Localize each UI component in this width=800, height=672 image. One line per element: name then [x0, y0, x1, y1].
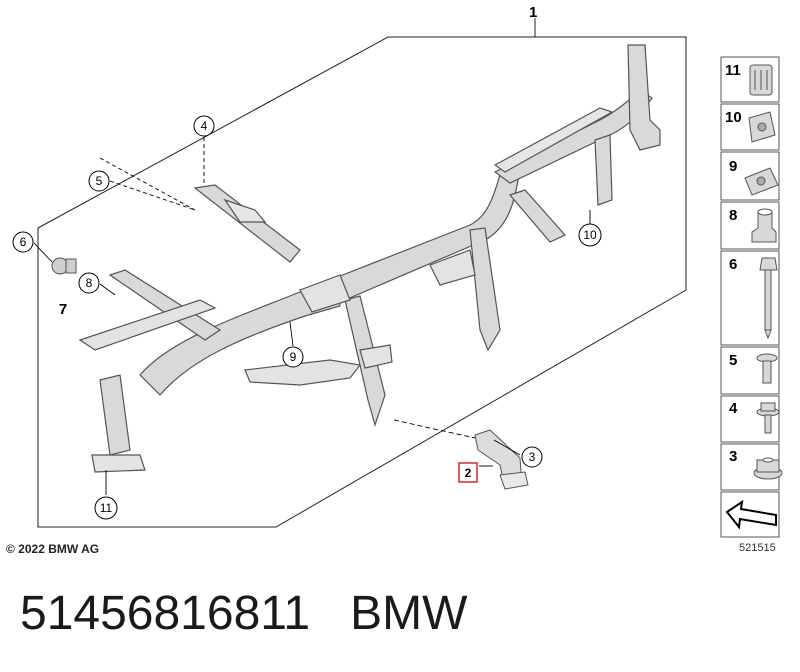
callout-2-highlighted[interactable]: 2	[458, 462, 478, 483]
callout-11-label: 11	[100, 501, 113, 515]
bracket-part-2	[474, 429, 529, 490]
callout-9-label: 9	[290, 350, 297, 364]
callout-10-label: 10	[583, 228, 597, 242]
clip-nut-icon	[749, 64, 773, 96]
callout-6: 6	[12, 231, 34, 253]
copyright-text: © 2022 BMW AG	[6, 542, 100, 556]
callout-3: 3	[521, 446, 543, 468]
assembly-outline	[37, 18, 687, 528]
leader-lines	[33, 137, 591, 495]
sidebar-item-6-number: 6	[729, 256, 737, 273]
sidebar-item-11-number: 11	[725, 62, 741, 79]
part-number-line: 51456816811 BMW	[20, 586, 467, 641]
callout-7: 7	[59, 301, 67, 318]
clip-nut-icon	[748, 111, 776, 143]
callout-8: 8	[78, 272, 100, 294]
flange-nut-icon	[753, 457, 783, 480]
bolt-part-7	[51, 257, 77, 275]
sidebar-item-4-number: 4	[729, 400, 738, 417]
parts-sidebar: 11 10 9 8 6 5 4 3	[720, 56, 783, 538]
brand-name: BMW	[350, 587, 468, 640]
bushing-icon	[751, 208, 777, 243]
diagram-id: 521515	[739, 542, 776, 554]
callout-4-label: 4	[201, 119, 208, 133]
short-screw-icon	[756, 353, 778, 384]
callout-5: 5	[88, 170, 110, 192]
forward-arrow-icon	[725, 499, 777, 530]
long-screw-icon	[759, 257, 778, 340]
sidebar-item-9-number: 9	[729, 158, 737, 175]
sidebar-item-5-number: 5	[729, 352, 737, 369]
sidebar-item-10-number: 10	[725, 109, 742, 126]
callout-4: 4	[193, 115, 215, 137]
sidebar-item-8-number: 8	[729, 207, 737, 224]
callout-5-label: 5	[96, 174, 103, 188]
main-part-label: 1	[529, 4, 537, 21]
sidebar-item-3-number: 3	[729, 448, 737, 465]
callout-11: 11	[94, 496, 118, 520]
flange-bolt-icon	[756, 402, 780, 434]
clip-nut-icon	[744, 167, 779, 196]
callout-10: 10	[578, 223, 602, 247]
callout-8-label: 8	[86, 276, 93, 290]
callout-2-label: 2	[465, 466, 472, 480]
cross-car-beam	[78, 44, 661, 473]
parts-diagram: 1	[12, 4, 783, 538]
callout-9: 9	[282, 346, 304, 368]
callout-3-label: 3	[529, 450, 536, 464]
part-number: 51456816811	[20, 587, 311, 640]
callout-7-label: 7	[59, 301, 67, 318]
callout-6-label: 6	[20, 235, 27, 249]
